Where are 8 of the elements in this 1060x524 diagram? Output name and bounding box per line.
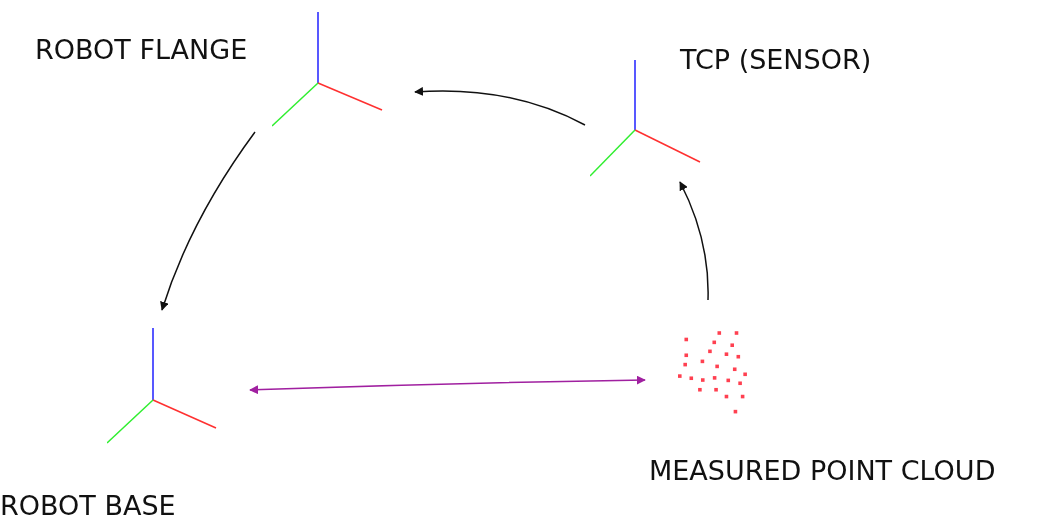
arrow bbox=[679, 181, 709, 301]
frame-label: TCP (SENSOR) bbox=[680, 44, 872, 76]
arrow bbox=[249, 375, 646, 395]
frame-label: MEASURED POINT CLOUD bbox=[649, 455, 996, 487]
frame-label: ROBOT FLANGE bbox=[35, 34, 248, 66]
arrow bbox=[160, 131, 256, 311]
frame-label: ROBOT BASE bbox=[0, 490, 176, 522]
arrow bbox=[414, 87, 586, 126]
